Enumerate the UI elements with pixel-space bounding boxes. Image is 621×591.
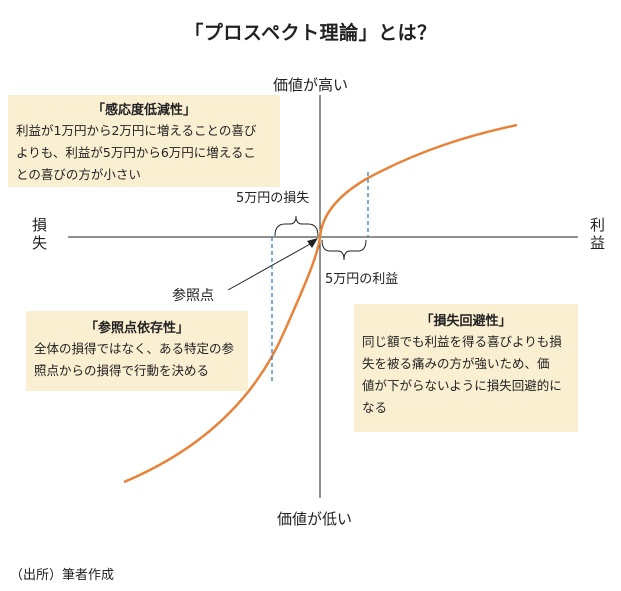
loss-aversion-line-4: なる xyxy=(362,400,388,415)
loss-aversion-line-2: 失を被る痛みの方が強いため、価 xyxy=(362,356,550,371)
reference-arrow-line xyxy=(227,242,313,291)
loss-aversion-line-1: 同じ額でも利益を得る喜びよりも損 xyxy=(362,334,562,349)
reference-box: 「参照点依存性」 全体の損得ではなく、ある特定の参 照点からの損得で行動を決める xyxy=(26,311,248,391)
reference-arrow-head xyxy=(307,238,318,248)
value-curve xyxy=(123,123,518,484)
sensitivity-line-2: よりも、利益が5万円から6万円に増えるこ xyxy=(16,145,256,160)
gain-5-label: 5万円の利益 xyxy=(325,272,399,287)
sensitivity-box: 「感応度低減性」 利益が1万円から2万円に増えることの喜び よりも、利益が5万円… xyxy=(8,95,280,187)
loss-aversion-title: 「損失回避性」 xyxy=(420,314,512,329)
sensitivity-title: 「感応度低減性」 xyxy=(91,103,196,118)
reference-point-label: 参照点 xyxy=(172,288,214,304)
axis-label-right: 利益 xyxy=(590,216,606,252)
reference-line-1: 全体の損得ではなく、ある特定の参 xyxy=(34,341,235,356)
gain-brace xyxy=(321,239,367,261)
reference-title: 「参照点依存性」 xyxy=(84,321,189,336)
source-note: （出所）筆者作成 xyxy=(10,568,115,583)
loss-5-label: 5万円の損失 xyxy=(236,191,310,206)
sensitivity-line-1: 利益が1万円から2万円に増えることの喜び xyxy=(16,123,257,138)
page-title: 「プロスペクト理論」とは？ xyxy=(184,22,437,44)
loss-aversion-box: 「損失回避性」 同じ額でも利益を得る喜びよりも損 失を被る痛みの方が強いため、価… xyxy=(354,304,578,432)
sensitivity-line-3: との喜びの方が小さい xyxy=(16,167,141,182)
axis-label-top: 価値が高い xyxy=(273,76,349,94)
axis-label-left: 損失 xyxy=(32,216,48,252)
loss-aversion-line-3: 値が下がらないように損失回避的に xyxy=(362,378,562,393)
reference-line-2: 照点からの損得で行動を決める xyxy=(34,363,210,378)
axis-label-bottom: 価値が低い xyxy=(277,510,353,528)
loss-brace xyxy=(274,215,319,237)
